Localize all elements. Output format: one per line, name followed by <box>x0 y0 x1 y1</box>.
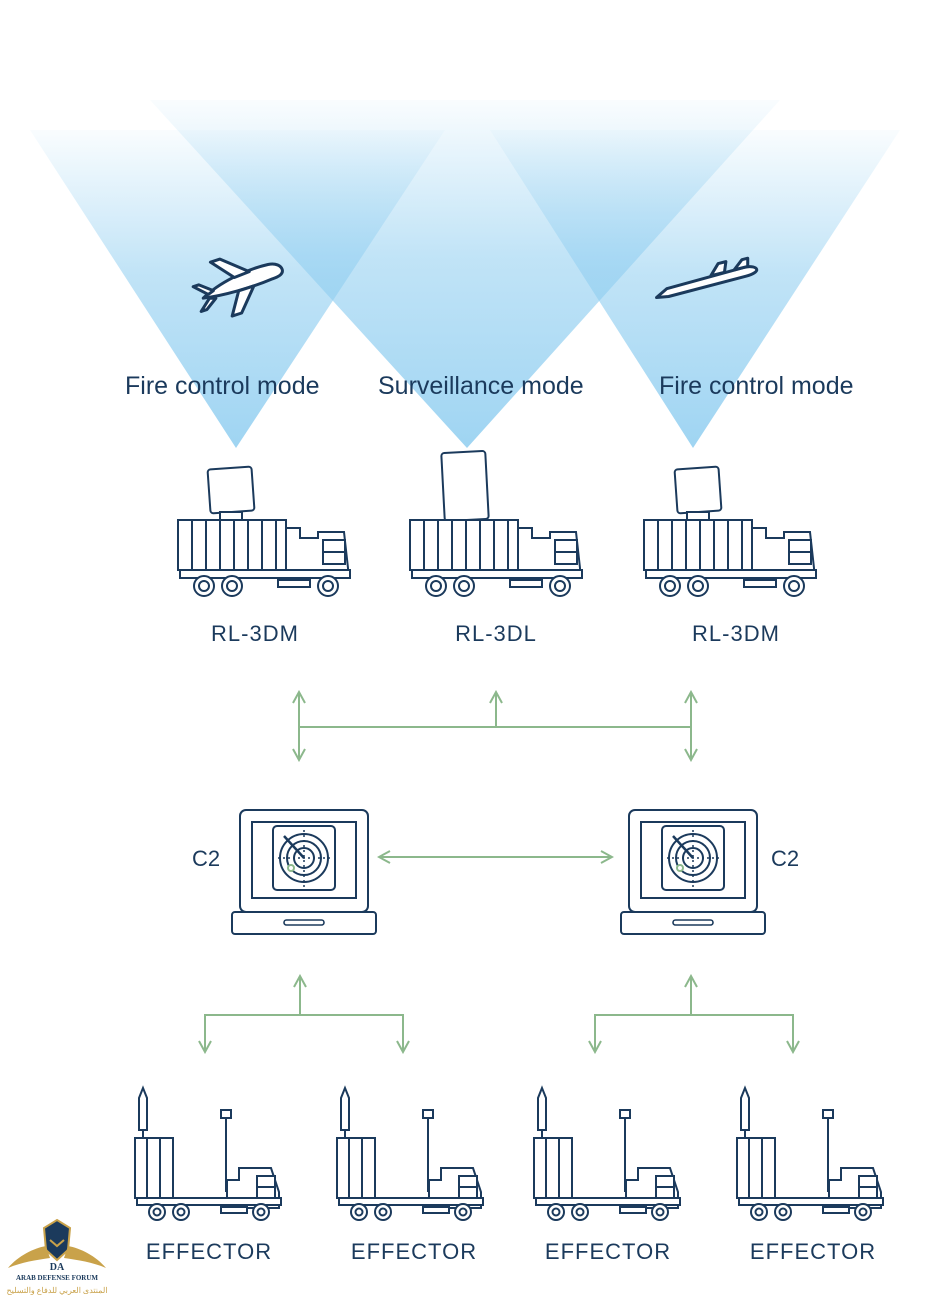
radar-name-center: RL-3DL <box>455 621 537 646</box>
laptop-radar-icon-left <box>230 808 378 936</box>
effector-label-1: EFFECTOR <box>145 1239 273 1264</box>
effector-label-2: EFFECTOR <box>350 1239 478 1264</box>
radar-name-right: RL-3DM <box>692 621 780 646</box>
effector-label-4: EFFECTOR <box>749 1239 877 1264</box>
radar-name-left: RL-3DM <box>211 621 299 646</box>
logo-mark: DA <box>49 1262 65 1273</box>
radar-antenna-center <box>440 450 490 529</box>
radar-truck-icon-left <box>177 519 351 597</box>
logo-subtitle: المنتدى العربي للدفاع والتسليح <box>6 1286 108 1295</box>
fighter-jet-icon <box>191 257 284 318</box>
eagle-emblem-icon <box>8 1218 106 1268</box>
mode-label-center: Surveillance mode <box>378 372 584 400</box>
radar-truck-icon-right <box>643 519 817 597</box>
launcher-truck-icon-1 <box>134 1087 282 1221</box>
launcher-truck-icon-4 <box>736 1087 884 1221</box>
c2-label-left: C2 <box>192 846 221 871</box>
arab-defense-forum-logo: DA ARAB DEFENSE FORUM المنتدى العربي للد… <box>6 1216 108 1302</box>
c2-label-right: C2 <box>771 846 800 871</box>
logo-name: ARAB DEFENSE FORUM <box>15 1274 99 1282</box>
effector-links-right <box>595 976 793 1052</box>
mode-label-left: Fire control mode <box>125 372 320 400</box>
launcher-truck-icon-2 <box>336 1087 484 1221</box>
radar-network-links <box>299 692 691 760</box>
mode-label-right: Fire control mode <box>659 372 854 400</box>
launcher-truck-icon-3 <box>533 1087 681 1221</box>
effector-label-3: EFFECTOR <box>544 1239 672 1264</box>
radar-truck-icon-center <box>409 519 583 597</box>
laptop-radar-icon-right <box>619 808 767 936</box>
effector-links-left <box>205 976 403 1052</box>
